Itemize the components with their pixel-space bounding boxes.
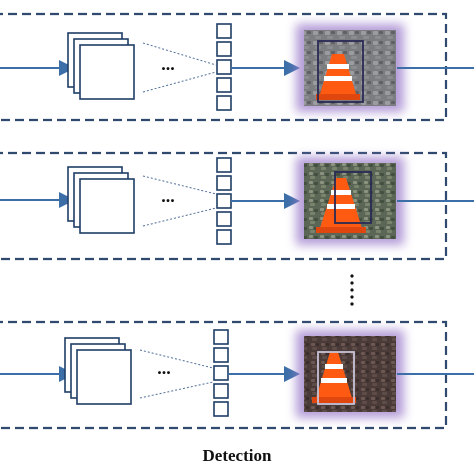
row-1-dotted-bottom (142, 71, 217, 93)
row-3-dotted-bottom (139, 381, 214, 399)
row-2-dotted-top (142, 175, 217, 195)
row-2-ellipsis: ... (161, 186, 175, 206)
vertical-ellipsis (350, 274, 354, 306)
row-3-feature-vector (213, 329, 229, 417)
row-2-bounding-box (334, 171, 372, 224)
row-1-ellipsis: ... (161, 54, 175, 74)
row-2-frame-stack (67, 166, 135, 234)
row-1-dotted-top (142, 42, 217, 66)
row-3-ellipsis: ... (157, 358, 171, 378)
row-1-bounding-box (317, 40, 364, 103)
row-2-dashed-panel (0, 151, 448, 261)
row-1-frame-stack (67, 32, 135, 100)
row-2-feature-vector (216, 157, 232, 245)
row-3-cone-image (304, 336, 396, 412)
row-2-dotted-bottom (142, 207, 217, 227)
pipeline-row-2: ... (0, 151, 474, 261)
row-3-frame-stack (64, 337, 132, 405)
detection-caption: Detection (202, 446, 272, 465)
row-1-cone-image (304, 30, 396, 106)
pipeline-row-3: ... (0, 320, 474, 430)
row-1-feature-vector (216, 23, 232, 111)
row-2-cone-image (304, 163, 396, 239)
row-3-bounding-box (317, 351, 355, 405)
row-3-dotted-top (139, 349, 214, 369)
pipeline-row-1: ... (0, 12, 474, 122)
